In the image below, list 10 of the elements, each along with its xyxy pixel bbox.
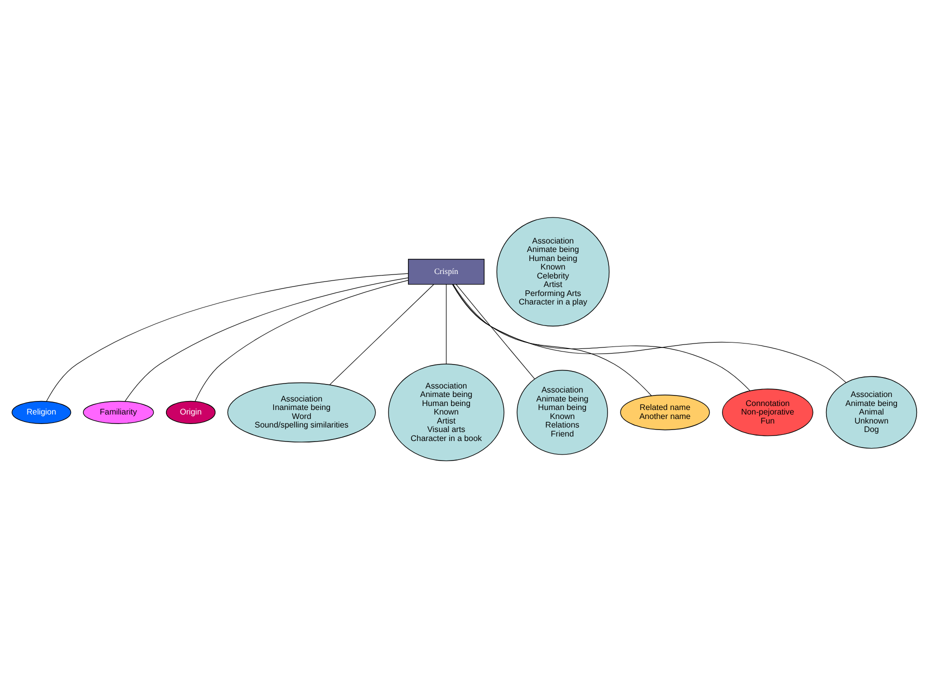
connector (452, 284, 652, 396)
connector (455, 284, 534, 380)
connector (452, 284, 750, 392)
connector (46, 273, 408, 402)
connector (445, 284, 446, 364)
connector (194, 280, 408, 402)
node-box: Crispín (407, 258, 484, 285)
connector (124, 278, 408, 402)
connector (452, 284, 846, 383)
connector (328, 284, 434, 385)
